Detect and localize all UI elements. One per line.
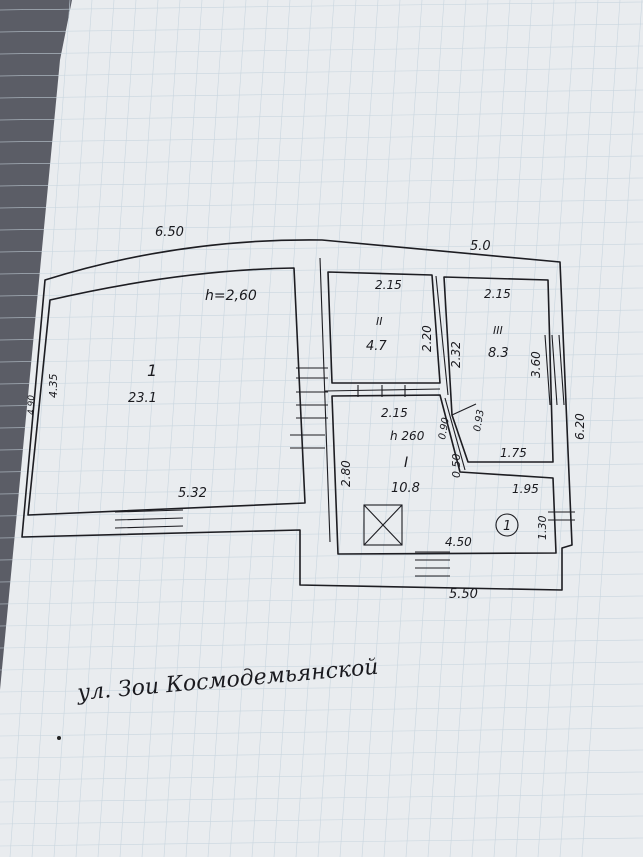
- room-1-number: 1: [147, 361, 157, 380]
- stove-cross: [363, 504, 403, 546]
- dim-top-left: 6.50: [155, 225, 184, 240]
- dim-195: 1.95: [512, 482, 539, 496]
- room-2-area: 4.7: [366, 339, 387, 354]
- room-hall-wall: [331, 394, 557, 555]
- dim-right-outer: 6.20: [573, 413, 587, 440]
- dim-height: h 260: [390, 429, 425, 443]
- dim-room3-left: 2.32: [449, 341, 463, 368]
- dim-room3-top: 2.15: [484, 287, 511, 301]
- dim-top-right: 5.0: [470, 239, 491, 254]
- dim-room3-right: 3.60: [529, 351, 543, 378]
- outer-wall: [21, 239, 573, 591]
- room-labels: h=2,60 1 23.1 II 4.7 III 8.3 I 10.8 1: [128, 288, 511, 534]
- room-1-height: h=2,60: [205, 288, 257, 304]
- dim-corr-h: 1.30: [536, 516, 549, 541]
- ink-dot: [57, 736, 61, 740]
- marker-number: 1: [503, 519, 511, 534]
- dim-diag2: 0.93: [472, 409, 487, 433]
- dim-left-side: 4.35: [47, 374, 60, 399]
- floor-plan: [21, 239, 575, 591]
- dim-room-bottom: 5.32: [178, 486, 207, 501]
- dimension-labels: 6.50 5.0 2.15 2.15 4.35 4.90 2.20 2.32 3…: [27, 225, 587, 602]
- stove-symbol: [363, 504, 403, 546]
- window-marks: [114, 334, 575, 577]
- dim-diag1: 0.90: [437, 417, 452, 441]
- dim-room1-top: 2.15: [375, 278, 402, 292]
- room-2-number: II: [376, 315, 383, 328]
- room-1-area: 23.1: [128, 391, 157, 406]
- room-hall-number: I: [404, 455, 408, 471]
- dim-left-outer: 4.90: [27, 395, 37, 415]
- dim-corr-w: 4.50: [445, 535, 472, 549]
- room-3-area: 8.3: [488, 346, 509, 361]
- dim-bottom: 5.50: [449, 587, 478, 602]
- room-2-wall: [327, 271, 441, 384]
- dim-mid: 2.15: [381, 406, 408, 420]
- dim-left-vert: 2.80: [339, 460, 353, 487]
- room-3-wall: [443, 276, 554, 463]
- dim-050: 0.50: [450, 454, 463, 479]
- dim-room2-side: 2.20: [420, 325, 434, 352]
- room-hall-area: 10.8: [391, 481, 420, 496]
- dim-175: 1.75: [500, 446, 527, 460]
- room-1-wall: [27, 267, 306, 516]
- partition-lines: [319, 257, 466, 543]
- room-3-number: III: [493, 324, 503, 337]
- marker-circle: [495, 513, 519, 537]
